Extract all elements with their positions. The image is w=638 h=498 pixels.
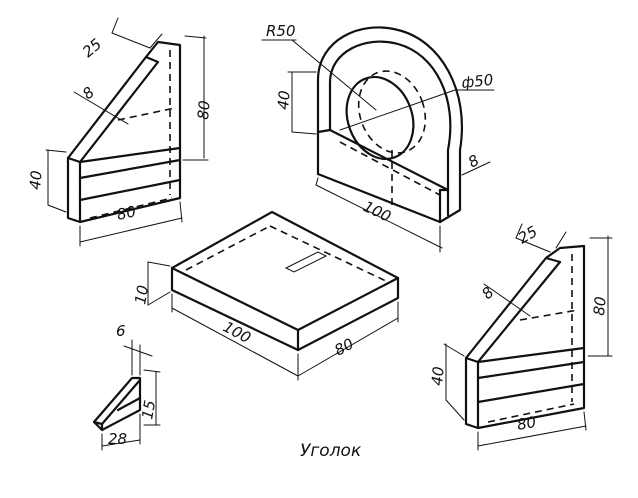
dim-base-height: 40 bbox=[428, 366, 448, 387]
dim-base-width: 80 bbox=[516, 413, 538, 434]
dim-thickness: 8 bbox=[465, 151, 482, 171]
dim-thickness: 8 bbox=[79, 83, 98, 103]
dim-base-height: 40 bbox=[26, 170, 46, 191]
dim-height: 40 bbox=[274, 90, 294, 111]
dim-height: 80 bbox=[590, 296, 610, 317]
dim-width: 28 bbox=[108, 430, 127, 448]
dim-radius: R50 bbox=[266, 22, 296, 40]
dim-hole: ф50 bbox=[461, 71, 495, 92]
dim-base-width: 80 bbox=[115, 202, 137, 224]
caption: Уголок bbox=[300, 441, 362, 461]
part-right: 25 8 80 40 80 bbox=[428, 222, 613, 451]
dim-width: 80 bbox=[331, 335, 356, 360]
part-left-top: 25 8 80 40 80 bbox=[26, 17, 214, 247]
dim-top: 25 bbox=[79, 35, 105, 61]
dim-top: 25 bbox=[515, 222, 541, 247]
dim-height: 80 bbox=[194, 100, 214, 121]
part-left-small: 6 15 28 bbox=[92, 322, 161, 451]
part-plate: 10 100 80 bbox=[131, 210, 400, 381]
dim-height: 10 bbox=[131, 284, 152, 306]
dim-thickness: 6 bbox=[116, 322, 126, 340]
part-bracket: R50 ф50 40 8 100 bbox=[261, 22, 495, 253]
dim-height: 15 bbox=[138, 399, 159, 421]
